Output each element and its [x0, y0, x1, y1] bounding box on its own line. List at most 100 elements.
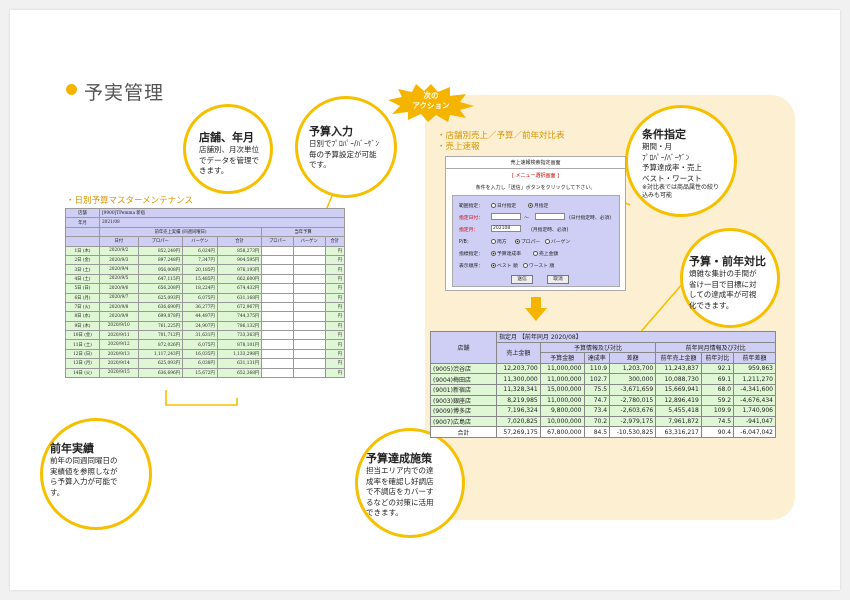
budget-input-cell[interactable]	[292, 264, 326, 275]
callout-note: 込みも可能	[642, 192, 673, 199]
radio-icon	[491, 263, 496, 268]
menu-link[interactable]: [ メニュー選択画面 ]	[511, 173, 560, 179]
table-cell: 852,249円	[137, 245, 184, 256]
budget-input-cell[interactable]	[261, 301, 294, 313]
total-cell: 57,269,175	[496, 426, 541, 438]
budget-input-cell[interactable]	[261, 283, 294, 294]
budget-input-cell[interactable]	[292, 311, 326, 322]
budget-input-cell[interactable]	[261, 311, 294, 322]
callout-heading: 予算入力	[309, 125, 353, 138]
date-from-input[interactable]	[491, 213, 521, 220]
table-cell: 円	[324, 264, 346, 275]
order-best-radio[interactable]: ベスト 順	[491, 262, 518, 269]
range-date-radio[interactable]: 日付指定	[491, 202, 516, 209]
budget-input-cell[interactable]	[292, 254, 326, 266]
budget-input-cell[interactable]	[261, 264, 294, 275]
budget-input-cell[interactable]	[292, 273, 326, 285]
radio-icon	[491, 239, 496, 244]
pb-bargain-radio[interactable]: バーゲン	[545, 238, 570, 245]
month-input[interactable]: 202108	[491, 225, 521, 232]
date-to-input[interactable]	[535, 213, 565, 220]
budget-input-cell[interactable]	[292, 330, 326, 341]
table-cell: -4,676,434	[733, 394, 776, 407]
callout-heading: 前年実績	[50, 442, 94, 455]
callout-line: でデータを管理で	[199, 155, 259, 165]
pb-both-radio[interactable]: 両方	[491, 238, 507, 245]
budget-input-cell[interactable]	[261, 358, 294, 369]
budget-input-cell[interactable]	[261, 348, 294, 360]
budget-input-cell[interactable]	[261, 330, 294, 341]
table-cell: 15,485円	[182, 273, 218, 285]
total-cell: 84.5	[583, 426, 611, 438]
budget-input-cell[interactable]	[292, 283, 326, 294]
table-cell: 9日 (木)	[65, 320, 100, 332]
table-cell: 36,277円	[182, 301, 218, 313]
table-cell: 74.7	[583, 394, 611, 407]
budget-input-cell[interactable]	[261, 367, 294, 379]
budget-input-cell[interactable]	[292, 367, 326, 379]
budget-input-cell[interactable]	[292, 320, 326, 332]
table-cell: 1日 (木)	[65, 245, 100, 256]
table-cell: 5日 (日)	[65, 283, 100, 294]
table-cell: -2,780,015	[609, 394, 657, 407]
budget-input-cell[interactable]	[292, 358, 326, 369]
budget-input-cell[interactable]	[292, 245, 326, 256]
total-cell: 合計	[430, 426, 497, 438]
budget-input-cell[interactable]	[261, 339, 294, 350]
send-button[interactable]: 送信	[511, 275, 533, 284]
table-cell: 10,088,730	[655, 373, 702, 385]
budget-input-cell[interactable]	[292, 301, 326, 313]
callout-line: で不調店をカバーす	[366, 487, 434, 496]
callout-prev-year	[40, 418, 152, 530]
radio-icon	[545, 239, 550, 244]
order-worst-radio[interactable]: ワースト 順	[523, 262, 554, 269]
group-header: 当年予算	[261, 226, 345, 238]
index-rate-radio[interactable]: 予算達成率	[491, 250, 521, 257]
pb-proper-radio[interactable]: プロパー	[515, 238, 540, 245]
column-header: バーゲン	[292, 236, 326, 247]
page-title: 予実管理	[84, 82, 165, 104]
index-sales-radio[interactable]: 売上金額	[533, 250, 558, 257]
budget-input-cell[interactable]	[261, 245, 294, 256]
range-label: 範囲指定：	[459, 204, 483, 209]
budget-input-cell[interactable]	[292, 339, 326, 350]
daily-budget-table: 店舗 [9900]TPemma 新宿 年月 2021/08 前年売上実績 (同週…	[65, 207, 346, 379]
budget-input-cell[interactable]	[261, 254, 294, 266]
table-cell: 20,185円	[182, 264, 218, 275]
callout-line: 煩雑な集計の手間が	[689, 269, 757, 278]
table-cell: 円	[324, 292, 346, 303]
budget-input-cell[interactable]	[261, 320, 294, 332]
radio-label: 日付指定	[497, 204, 517, 209]
range-month-radio[interactable]: 月指定	[528, 202, 548, 209]
table-cell: 円	[324, 283, 346, 294]
budget-input-cell[interactable]	[292, 348, 326, 360]
radio-icon	[523, 263, 528, 268]
table-cell: 2020/9/13	[98, 348, 139, 360]
table-cell: 2020/9/15	[98, 367, 139, 379]
table-cell: 2020/9/9	[98, 311, 139, 322]
table-cell: 6日 (月)	[65, 292, 100, 303]
table-cell: 2020/9/3	[98, 254, 139, 266]
budget-input-cell[interactable]	[292, 292, 326, 303]
search-dialog: 売上速報検索指定画面 [ メニュー選択画面 ] 条件を入力し「送信」ボタンをクリ…	[445, 156, 626, 291]
callout-line: 成率を確認し好調店	[366, 476, 434, 486]
table-cell: 92.1	[700, 362, 735, 375]
table-cell: 300,000	[609, 373, 657, 385]
store-label: 店舗	[65, 207, 100, 219]
table-row: 店舗 指定月 【前年同月 2020/08】	[430, 331, 776, 364]
dialog-form: 範囲指定： 日付指定 月指定 指定日付： 〜 (日付指定時、必須) 指定月： 2…	[452, 195, 620, 287]
table-cell: 102.7	[583, 373, 611, 385]
callout-line: 化できます。	[689, 300, 734, 310]
budget-input-cell[interactable]	[261, 273, 294, 285]
budget-input-cell[interactable]	[261, 292, 294, 303]
callout-heading: 予算・前年対比	[689, 255, 766, 268]
table-cell: 73.4	[583, 405, 611, 417]
table-cell: 2020/9/8	[98, 301, 139, 313]
table-cell: 878,101円	[216, 339, 263, 350]
cancel-button[interactable]: 取消	[547, 275, 569, 284]
table-cell: 6,024円	[182, 245, 218, 256]
table-cell: -3,671,659	[609, 383, 657, 396]
table-cell: 11,000,000	[539, 362, 585, 375]
